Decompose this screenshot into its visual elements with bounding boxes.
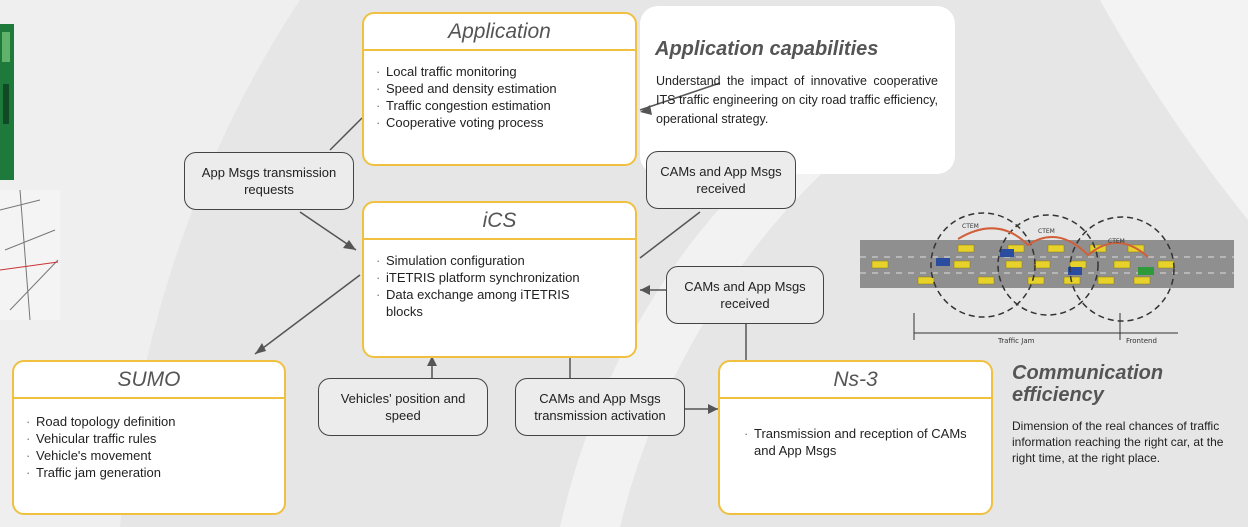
sumo-box: SUMO Road topology definition Vehicular … [12,360,286,515]
communication-text: Dimension of the real chances of traffic… [1012,419,1224,465]
list-item: Transmission and reception of CAMs and A… [744,425,977,459]
capabilities-panel [640,6,955,174]
capabilities-heading: Application capabilities [655,38,879,60]
ctem-label: CTEM [1038,228,1055,235]
cams-received-mid-label: CAMs and App Msgs received [666,266,824,324]
traffic-jam-label: Traffic Jam [997,337,1035,345]
list-item: Data exchange among iTETRIS blocks [376,286,605,320]
list-item: Traffic jam generation [26,464,270,481]
application-title: Application [362,14,637,51]
list-item: Vehicle's movement [26,447,270,464]
frontend-label: Frontend [1126,337,1157,345]
cams-received-top-label: CAMs and App Msgs received [646,151,796,209]
ctem-label: CTEM [962,223,979,230]
list-item: Traffic congestion estimation [376,97,621,114]
ics-title: iCS [362,203,637,240]
list-item: iTETRIS platform synchronization [376,269,605,286]
list-item: Local traffic monitoring [376,63,621,80]
traffic-jam-illustration: CTEM CTEM CTEM Traffic Jam Frontend [860,212,1234,345]
list-item: Cooperative voting process [376,114,621,131]
map-thumbnail-green [0,24,14,180]
vehicles-position-label: Vehicles' position and speed [318,378,488,436]
communication-heading: Communication efficiency [1012,362,1164,406]
list-item: Simulation configuration [376,252,605,269]
arrow-to-sumo [254,274,361,355]
list-item: Speed and density estimation [376,80,621,97]
cams-activation-label: CAMs and App Msgs transmission activatio… [515,378,685,436]
ns3-box: Ns-3 Transmission and reception of CAMs … [718,360,993,515]
map-thumbnail-roads [0,190,60,320]
ics-box: iCS Simulation configuration iTETRIS pla… [362,201,637,358]
capabilities-text: Understand the impact of innovative coop… [656,74,938,126]
sumo-title: SUMO [12,362,286,399]
ns3-title: Ns-3 [718,362,993,399]
list-item: Vehicular traffic rules [26,430,270,447]
application-box: Application Local traffic monitoring Spe… [362,12,637,166]
list-item: Road topology definition [26,413,270,430]
app-requests-label: App Msgs transmission requests [184,152,354,210]
ctem-label: CTEM [1108,238,1125,245]
